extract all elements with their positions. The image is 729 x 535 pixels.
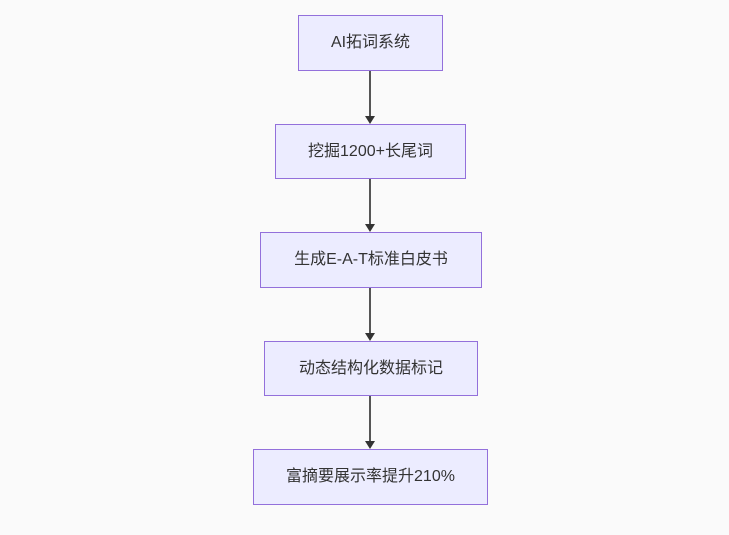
flow-node-label: 生成E-A-T标准白皮书 (294, 251, 448, 269)
flow-node-longtail-mining: 挖掘1200+长尾词 (275, 124, 466, 179)
flow-node-ai-keyword-system: AI拓词系统 (298, 15, 443, 71)
flow-node-label: AI拓词系统 (330, 34, 411, 52)
edge-line (369, 288, 371, 335)
arrowhead-down-icon (365, 441, 375, 449)
flow-edge-n4-n5 (364, 396, 376, 449)
arrowhead-down-icon (365, 116, 375, 124)
edge-line (369, 396, 371, 443)
flow-node-rich-snippet-result: 富摘要展示率提升210% (253, 449, 488, 505)
flow-edge-n2-n3 (364, 179, 376, 232)
arrowhead-down-icon (365, 224, 375, 232)
flow-edge-n3-n4 (364, 288, 376, 341)
flow-node-eat-whitepaper: 生成E-A-T标准白皮书 (260, 232, 482, 288)
flow-edge-n1-n2 (364, 71, 376, 124)
flow-node-label: 动态结构化数据标记 (298, 359, 443, 377)
flow-node-label: 挖掘1200+长尾词 (308, 142, 433, 160)
arrowhead-down-icon (365, 333, 375, 341)
flow-node-label: 富摘要展示率提升210% (286, 468, 455, 486)
edge-line (369, 179, 371, 226)
edge-line (369, 71, 371, 118)
flow-node-structured-data-markup: 动态结构化数据标记 (264, 341, 478, 396)
